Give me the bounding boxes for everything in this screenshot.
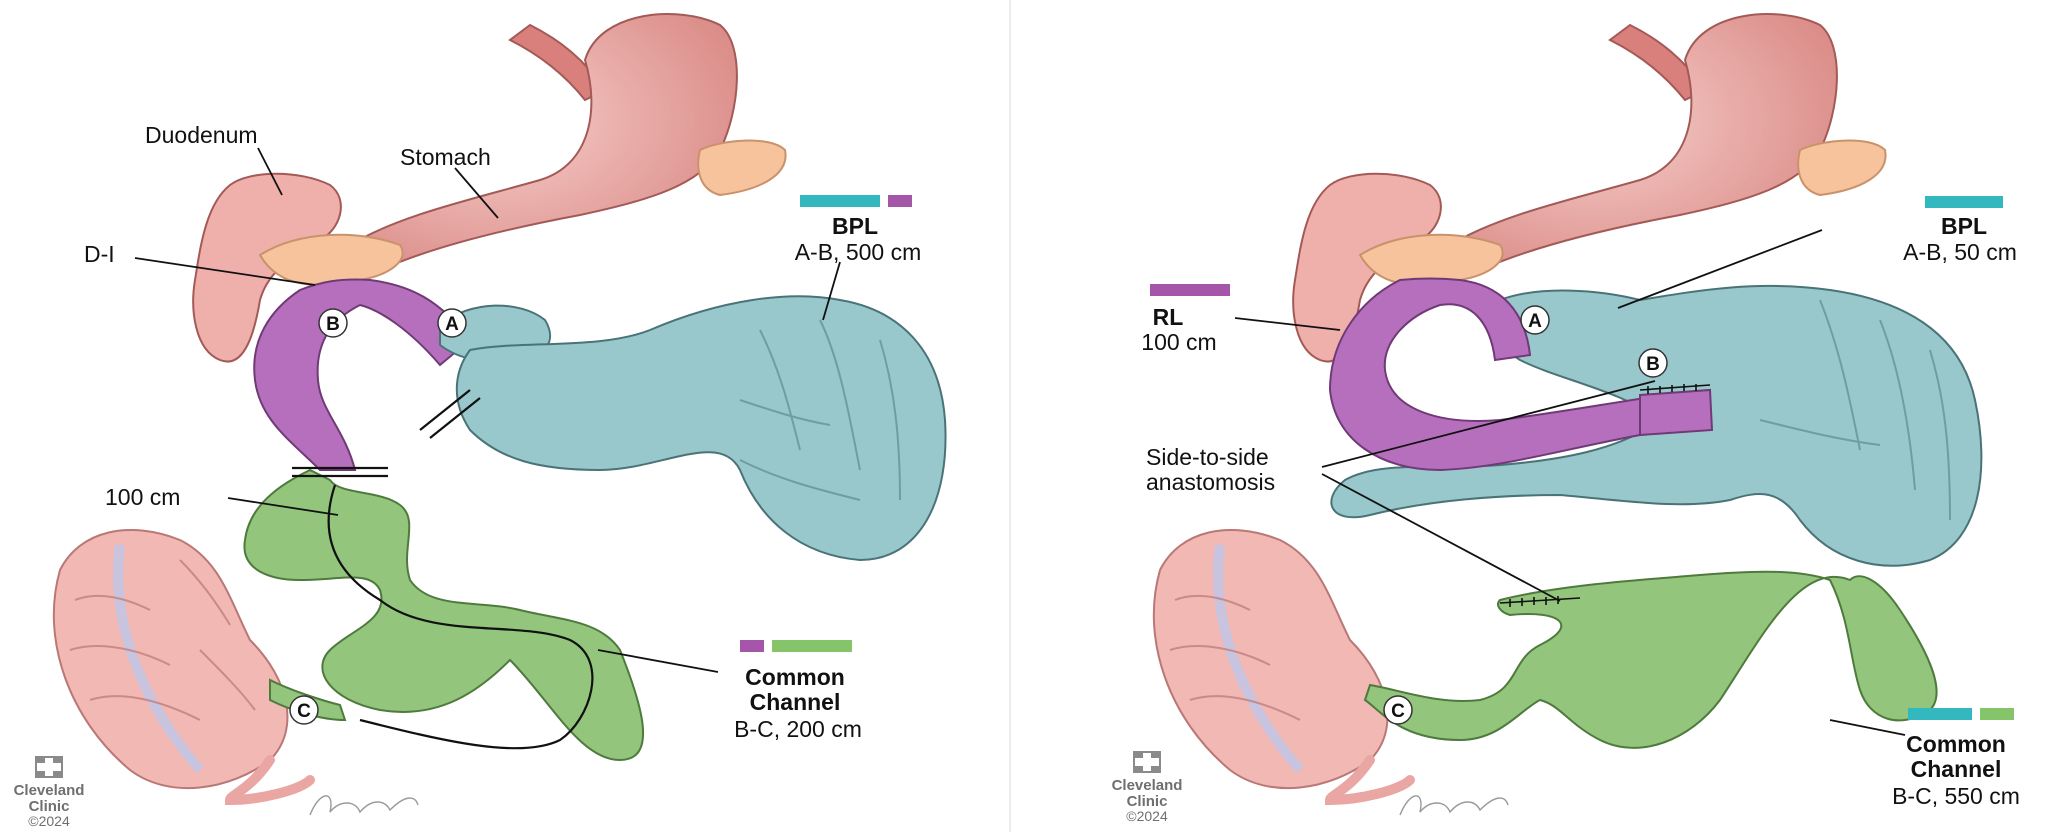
di-label: D-I xyxy=(84,241,115,267)
common-channel-limb-right xyxy=(1365,572,1937,748)
common-detail: B-C, 200 cm xyxy=(734,716,862,742)
common-title-line2-right: Channel xyxy=(1911,756,2002,782)
rl-legend-bar xyxy=(1150,284,1230,296)
right-panel: A B C BPL A-B, 50 cm RL 100 cm Side-to-s… xyxy=(1112,14,2020,824)
left-panel: A B C Duodenum Stomach D-I BPL A-B, 500 xyxy=(14,14,946,829)
artist-signature-icon-right xyxy=(1400,796,1508,815)
colon xyxy=(54,530,288,788)
common-detail-right: B-C, 550 cm xyxy=(1892,783,2020,809)
point-c-marker-right: C xyxy=(1384,696,1412,724)
artist-signature-icon xyxy=(310,796,418,815)
bpl-detail-right: A-B, 50 cm xyxy=(1903,239,2017,265)
point-b-marker: B xyxy=(319,309,347,337)
bpl-legend-bar-purple xyxy=(888,195,912,207)
common-title-line1: Common xyxy=(745,664,845,690)
point-a-label: A xyxy=(445,314,459,335)
rl-detail: 100 cm xyxy=(1141,329,1216,355)
point-b-marker-right: B xyxy=(1639,349,1667,377)
point-c-marker: C xyxy=(290,696,318,724)
common-legend-bar-green-right xyxy=(1980,708,2014,720)
point-a-marker: A xyxy=(438,309,466,337)
copyright-right: ©2024 xyxy=(1126,808,1168,824)
measure-label: 100 cm xyxy=(105,484,180,510)
rl-title: RL xyxy=(1153,304,1184,330)
common-legend-bar-purple xyxy=(740,640,764,652)
anastomosis-line2: anastomosis xyxy=(1146,469,1275,495)
common-title-line2: Channel xyxy=(750,689,841,715)
cleveland-clinic-cross-icon-right xyxy=(1133,751,1161,773)
common-legend-bar-teal-right xyxy=(1908,708,1972,720)
bpl-detail: A-B, 500 cm xyxy=(795,239,922,265)
logo-line1: Cleveland xyxy=(14,782,85,799)
point-c-label: C xyxy=(297,701,311,722)
bpl-legend-bar-right xyxy=(1925,196,2003,208)
point-b-label: B xyxy=(326,314,340,335)
point-a-marker-right: A xyxy=(1521,306,1549,334)
logo-line1-right: Cleveland xyxy=(1112,777,1183,794)
cleveland-clinic-cross-icon xyxy=(35,756,63,778)
anastomosis-line1: Side-to-side xyxy=(1146,444,1269,470)
colon-illustration-right xyxy=(1154,530,1410,800)
bpl-title-right: BPL xyxy=(1941,213,1987,239)
copyright: ©2024 xyxy=(28,813,70,829)
roux-limb xyxy=(254,279,470,470)
common-title-line1-right: Common xyxy=(1906,731,2006,757)
spleen xyxy=(698,141,785,195)
bpl-title: BPL xyxy=(832,213,878,239)
bpl-legend-bar xyxy=(800,195,880,207)
point-a-label-right: A xyxy=(1528,311,1542,332)
duodenum-label: Duodenum xyxy=(145,122,258,148)
stomach-label: Stomach xyxy=(400,144,491,170)
biliopancreatic-limb xyxy=(440,296,946,560)
spleen-right xyxy=(1798,141,1885,195)
point-b-label-right: B xyxy=(1646,354,1660,375)
point-c-label-right: C xyxy=(1391,701,1405,722)
roux-limb-right-end xyxy=(1640,390,1712,435)
common-legend-bar-green xyxy=(772,640,852,652)
